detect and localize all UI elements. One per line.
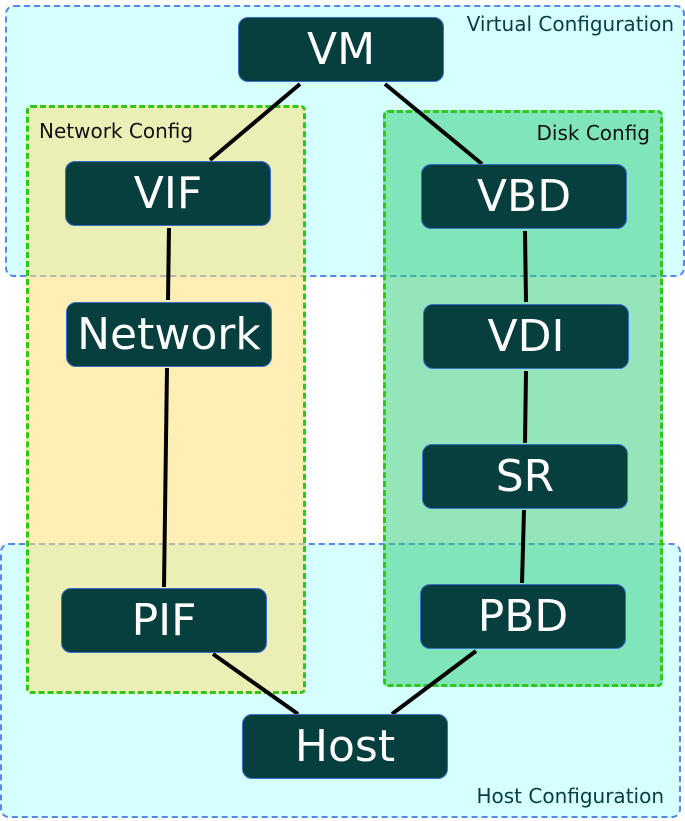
network-config-label: Network Config xyxy=(39,119,194,143)
edge-sr-pbd xyxy=(520,509,526,584)
host-node: Host xyxy=(242,714,448,779)
edge-pbd-host xyxy=(390,649,478,716)
vm-node: VM xyxy=(238,17,444,82)
vdi-node: VDI xyxy=(423,304,629,369)
edge-network-pif xyxy=(162,367,169,588)
edge-vm-vif xyxy=(208,82,302,162)
edge-vdi-sr xyxy=(523,370,528,444)
vif-node: VIF xyxy=(65,161,271,226)
edge-pif-host xyxy=(211,652,300,716)
disk-config-label: Disk Config xyxy=(536,121,651,145)
sr-node: SR xyxy=(422,444,628,509)
edge-vm-vbd xyxy=(383,82,484,166)
virtual-configuration-label: Virtual Configuration xyxy=(466,12,674,36)
network-node: Network xyxy=(66,302,272,367)
edge-vif-network xyxy=(166,227,171,301)
edge-vbd-vdi xyxy=(523,230,528,303)
pif-node: PIF xyxy=(61,588,267,653)
host-configuration-label: Host Configuration xyxy=(476,784,664,808)
vbd-node: VBD xyxy=(421,164,627,229)
pbd-node: PBD xyxy=(420,584,626,649)
